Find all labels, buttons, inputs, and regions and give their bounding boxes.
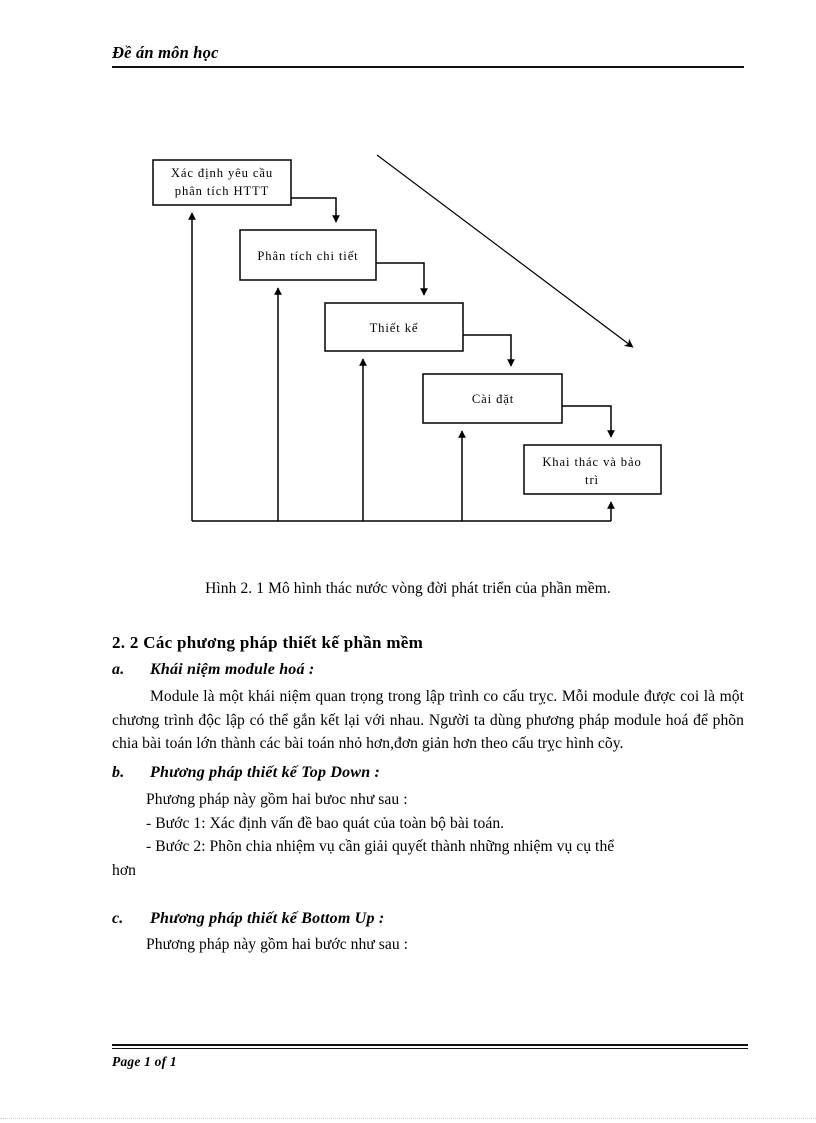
subsection-c-label: Phương pháp thiết kế Bottom Up : (150, 909, 385, 927)
diagonal-flow-arrow (376, 154, 634, 348)
svg-text:Phân tích chi tiết: Phân tích chi tiết (257, 249, 358, 263)
subsection-b-intro: Phương pháp này gồm hai bưoc như sau : (146, 790, 408, 808)
feedback-connectors (188, 212, 615, 522)
subsection-c-intro: Phương pháp này gồm hai bước như sau : (146, 936, 409, 954)
svg-text:Xác định yêu cầu: Xác định yêu cầu (171, 166, 273, 180)
forward-connectors (291, 197, 615, 438)
page-header: Đề án môn học (112, 43, 744, 68)
diagram-box-requirements: Xác định yêu cầu phân tích HTTT (152, 159, 292, 206)
page-footer: Page 1 of 1 (112, 1044, 748, 1070)
svg-text:Cài đặt: Cài đặt (472, 392, 514, 406)
subsection-a-label: Khái niệm module hoá : (150, 661, 315, 679)
diagram-box-detailed-analysis: Phân tích chi tiết (239, 229, 377, 281)
header-divider (112, 65, 744, 68)
subsection-b-letter: b. (112, 764, 125, 782)
diagram-box-design: Thiết kế (324, 302, 464, 352)
footer-divider-bottom (112, 1047, 748, 1049)
svg-text:Thiết kế: Thiết kế (370, 321, 419, 335)
section-heading-2-2: 2. 2 Các phương pháp thiết kế phần mềm (112, 633, 424, 652)
subsection-b-step-2-continuation: hơn (112, 861, 136, 879)
diagram-box-operation-maintenance: Khai thác và bảo trì (523, 444, 662, 495)
diagram-box-installation: Cài đặt (422, 373, 563, 424)
subsection-b-step-1: - Bước 1: Xác định vấn đề bao quát của t… (146, 814, 505, 832)
subsection-b-step-2: - Bước 2: Phõn chia nhiệm vụ cần giải qu… (146, 838, 615, 856)
subsection-c-letter: c. (112, 909, 124, 927)
subsection-a-title: a. Khái niệm module hoá : (112, 660, 744, 681)
scan-edge-artifact (0, 1118, 816, 1119)
svg-text:Khai thác và bảo: Khai thác và bảo (542, 455, 641, 469)
subsection-b-label: Phương pháp thiết kế Top Down : (150, 764, 381, 782)
subsection-a-letter: a. (112, 661, 125, 679)
header-title: Đề án môn học (112, 43, 219, 62)
subsection-b-title: b. Phương pháp thiết kế Top Down : (112, 763, 744, 784)
waterfall-diagram: Xác định yêu cầu phân tích HTTT Phân tíc… (0, 130, 816, 550)
svg-text:phân tích HTTT: phân tích HTTT (175, 184, 269, 198)
page-number-label: Page 1 of 1 (112, 1053, 177, 1069)
document-body: 2. 2 Các phương pháp thiết kế phần mềm a… (112, 632, 744, 957)
subsection-c-title: c. Phương pháp thiết kế Bottom Up : (112, 909, 744, 930)
figure-caption: Hình 2. 1 Mô hình thác nước vòng đời phá… (205, 580, 611, 597)
subsection-a-paragraph: Module là một khái niệm quan trọng trong… (112, 688, 744, 753)
footer-divider-top (112, 1044, 748, 1046)
svg-text:trì: trì (585, 473, 599, 487)
